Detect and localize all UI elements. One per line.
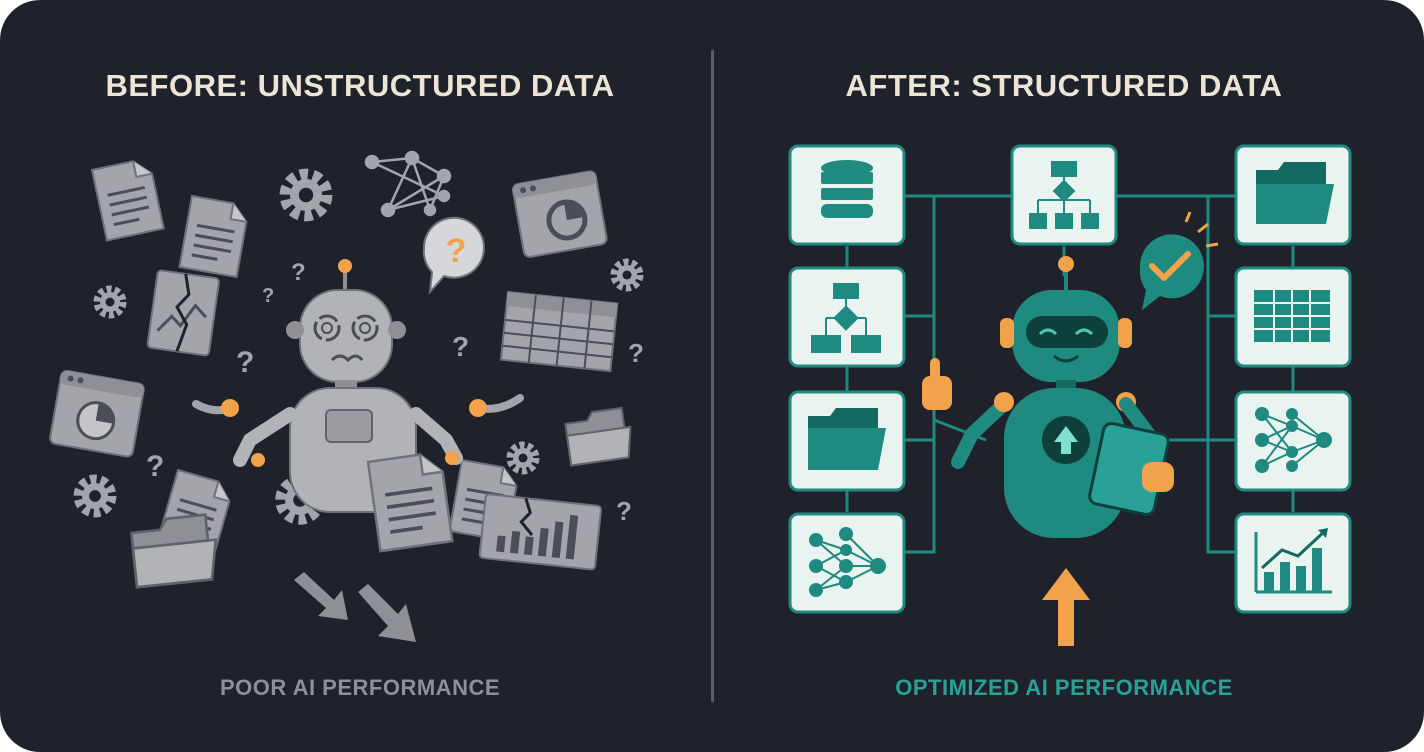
question-mark: ? xyxy=(262,285,274,307)
flowchart-card xyxy=(1010,144,1118,246)
document-icon xyxy=(177,194,251,279)
after-caption: OPTIMIZED AI PERFORMANCE xyxy=(895,675,1233,700)
database-card xyxy=(788,144,906,246)
document-icon xyxy=(90,156,166,242)
folder-icon xyxy=(808,408,886,470)
flowchart-icon xyxy=(811,283,881,353)
gear-icon xyxy=(510,445,536,471)
broken-chart-icon xyxy=(146,269,220,357)
before-caption: POOR AI PERFORMANCE xyxy=(219,675,501,700)
neural-network-card xyxy=(788,512,906,614)
neural-network-icon xyxy=(809,527,886,597)
gear-icon xyxy=(97,289,123,315)
question-mark: ? xyxy=(146,450,164,483)
bar-chart-card xyxy=(1234,512,1352,614)
folder-icon xyxy=(1256,162,1334,224)
folder-card xyxy=(1234,144,1352,246)
spreadsheet-icon xyxy=(499,290,619,373)
network-graph-icon xyxy=(364,150,452,218)
question-mark: ? xyxy=(236,346,254,379)
flowchart-icon xyxy=(1029,161,1099,229)
folder-icon xyxy=(563,406,636,467)
folder-icon xyxy=(128,512,222,589)
question-mark: ? xyxy=(291,259,306,286)
bar-chart-icon xyxy=(1254,528,1332,594)
chart-window-icon xyxy=(49,369,145,458)
before-scatter: ? ? ? ? ? ? ? ? xyxy=(49,150,644,642)
down-arrow-icon xyxy=(294,572,416,642)
flowchart-card xyxy=(788,266,906,368)
happy-robot xyxy=(922,256,1174,538)
spreadsheet-card xyxy=(1234,266,1352,368)
question-bubble-icon xyxy=(422,216,485,296)
broken-bar-chart-icon xyxy=(478,493,602,571)
neural-network-icon xyxy=(1255,407,1332,473)
question-mark: ? xyxy=(628,338,644,368)
question-mark: ? xyxy=(446,232,467,270)
gear-icon xyxy=(78,479,112,513)
folder-card xyxy=(788,390,906,492)
after-network xyxy=(788,144,1352,646)
gear-icon xyxy=(285,174,327,216)
panel-divider xyxy=(711,50,714,702)
neural-network-card xyxy=(1234,390,1352,492)
spreadsheet-icon xyxy=(1254,290,1330,342)
up-arrow-icon xyxy=(1042,568,1090,646)
question-mark: ? xyxy=(616,496,632,526)
before-title: BEFORE: UNSTRUCTURED DATA xyxy=(105,68,615,103)
after-title: AFTER: STRUCTURED DATA xyxy=(845,68,1283,103)
gear-icon xyxy=(614,262,640,288)
question-mark: ? xyxy=(452,331,469,362)
checkmark-bubble-icon xyxy=(1139,211,1219,310)
document-icon xyxy=(366,450,455,553)
chart-window-icon xyxy=(511,170,608,258)
database-icon xyxy=(821,160,873,218)
